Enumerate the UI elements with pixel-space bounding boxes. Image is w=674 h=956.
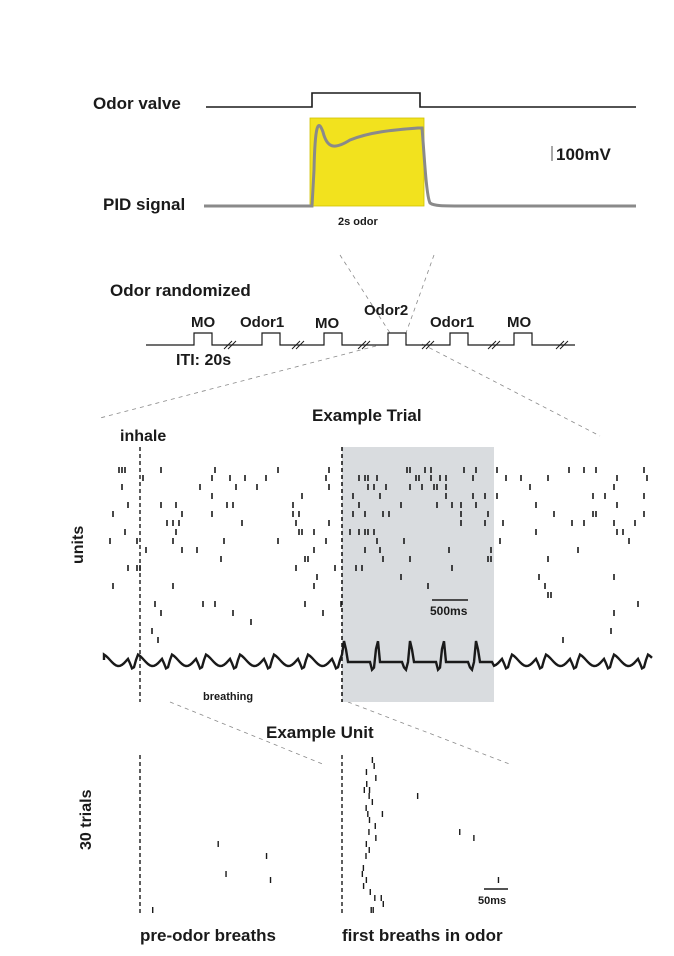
- pid-signal-label: PID signal: [103, 195, 186, 214]
- iti-label: ITI: 20s: [176, 352, 232, 369]
- trials-axis-label: 30 trials: [78, 789, 95, 850]
- zoom-connectors: [99, 254, 601, 766]
- sequence-trace: [146, 332, 575, 346]
- panel-odor-stimulus: [204, 92, 636, 208]
- pre-odor-label: pre-odor breaths: [140, 926, 277, 945]
- iti-break-marks: [223, 340, 569, 350]
- trial-scale-label: 500ms: [430, 604, 468, 618]
- odor-period-shade: [342, 447, 494, 702]
- first-odor-label: first breaths in odor: [342, 926, 503, 945]
- units-axis-label: units: [70, 525, 87, 564]
- sequence-odor-4: Odor2: [364, 302, 409, 319]
- sequence-odor-5: Odor1: [430, 314, 475, 331]
- odor-valve-trace: [206, 92, 636, 108]
- sequence-odor-6: MO: [507, 314, 532, 331]
- odor-valve-label: Odor valve: [93, 94, 181, 113]
- sequence-odor-1: MO: [191, 314, 216, 331]
- example-trial-title: Example Trial: [312, 406, 422, 425]
- sequence-odor-3: MO: [315, 315, 340, 332]
- voltage-scale-label: 100mV: [556, 145, 611, 164]
- trial-spike-raster: [109, 467, 648, 643]
- breathing-trace: [102, 640, 653, 673]
- odor-randomized-label: Odor randomized: [110, 281, 251, 300]
- sequence-odor-2: Odor1: [240, 314, 285, 331]
- odor-window-fill: [309, 117, 425, 207]
- odor-duration-label: 2s odor: [338, 216, 378, 228]
- inhale-label: inhale: [120, 428, 167, 445]
- unit-scale-label: 50ms: [478, 895, 507, 907]
- example-unit-title: Example Unit: [266, 723, 374, 742]
- unit-spike-raster: [152, 757, 500, 913]
- panel-odor-sequence: [146, 332, 575, 350]
- pid-signal-trace: [204, 124, 636, 208]
- breathing-label: breathing: [203, 691, 254, 703]
